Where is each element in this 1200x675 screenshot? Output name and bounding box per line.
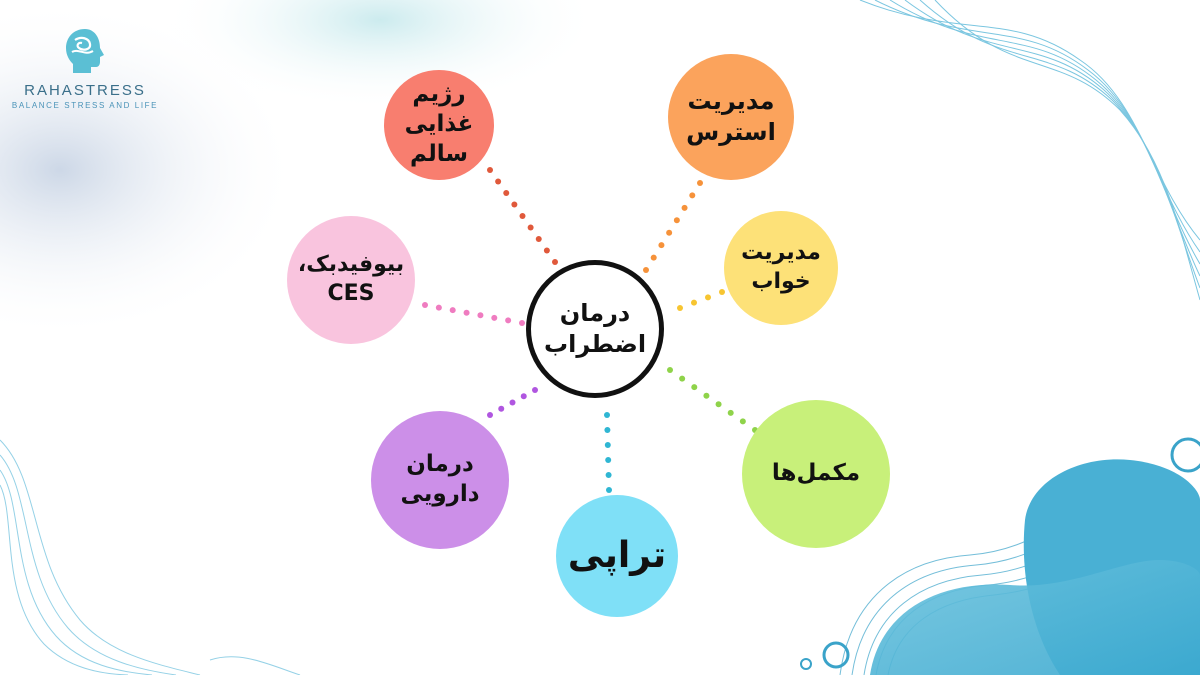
node-supplements: مکمل‌ها	[742, 400, 890, 548]
connector-dot	[498, 405, 505, 412]
node-label: تراپی	[567, 534, 667, 576]
node-label: درمان دارویی	[400, 451, 480, 507]
node-label: رژیم غذایی سالم	[404, 81, 474, 167]
center-node-label: درمان اضطراب	[543, 298, 647, 358]
connector-dot	[658, 242, 665, 249]
node-medication: درمان دارویی	[371, 411, 509, 549]
connector-dot	[673, 217, 680, 224]
connector-dot	[719, 289, 725, 295]
connector-dot	[643, 267, 649, 273]
connector-dot	[604, 412, 610, 418]
node-label: مدیریت خواب	[741, 240, 821, 294]
connector-dot	[604, 442, 611, 448]
connector-diet	[487, 167, 558, 265]
node-therapy: تراپی	[556, 495, 678, 617]
center-node: درمان اضطراب	[526, 260, 664, 398]
connector-dot	[505, 317, 512, 324]
connector-dot	[605, 457, 612, 463]
connector-dot	[532, 387, 538, 393]
connector-dot	[511, 201, 518, 208]
connector-dot	[705, 294, 711, 301]
node-biofeedback: بیوفیدبک، CES	[287, 216, 415, 344]
connector-sleep	[677, 289, 725, 311]
connector-dot	[449, 307, 456, 314]
connector-dot	[681, 204, 688, 211]
node-label: بیوفیدبک، CES	[297, 252, 405, 306]
node-label: مکمل‌ها	[771, 460, 861, 487]
node-diet: رژیم غذایی سالم	[384, 70, 494, 180]
connector-stress	[643, 180, 703, 273]
connector-dot	[727, 409, 734, 416]
node-sleep: مدیریت خواب	[724, 211, 838, 325]
connector-dot	[666, 229, 673, 236]
connector-dot	[715, 401, 722, 408]
connector-dot	[527, 224, 534, 231]
connector-dot	[487, 167, 493, 173]
connector-dot	[703, 392, 710, 399]
connector-dot	[679, 375, 686, 382]
connector-dot	[520, 393, 527, 400]
connector-supplements	[667, 367, 758, 433]
connector-dot	[422, 302, 428, 308]
connector-dot	[677, 305, 683, 311]
connector-dot	[543, 247, 550, 254]
connector-dot	[435, 304, 442, 311]
connector-dot	[552, 259, 558, 265]
connector-dot	[606, 487, 612, 493]
connector-dot	[739, 418, 746, 425]
connector-dot	[691, 384, 698, 391]
connector-dot	[605, 472, 612, 478]
connector-dot	[503, 190, 510, 196]
connector-dot	[667, 367, 673, 373]
connector-dot	[509, 399, 516, 406]
connector-dot	[691, 299, 697, 306]
brand-tagline: BALANCE STRESS AND LIFE	[11, 101, 159, 110]
connector-biofeedback	[422, 302, 525, 326]
brand-name: RAHASTRESS	[24, 82, 146, 99]
head-wave-icon	[66, 29, 104, 73]
connector-therapy	[604, 412, 612, 493]
node-label: مدیریت استرس	[686, 86, 776, 146]
connector-dot	[491, 314, 498, 321]
node-stress: مدیریت استرس	[668, 54, 794, 180]
connector-dot	[650, 254, 657, 261]
connector-dot	[495, 178, 502, 185]
connector-dot	[519, 320, 525, 326]
brand-logo: RAHASTRESS BALANCE STRESS AND LIFE	[0, 26, 170, 110]
connector-dot	[463, 309, 470, 316]
connector-dot	[519, 213, 526, 219]
connector-medication	[487, 387, 538, 418]
connector-dot	[697, 180, 703, 186]
connector-dot	[689, 192, 696, 199]
connector-dot	[604, 427, 611, 433]
connector-dot	[487, 412, 493, 418]
connector-dot	[535, 236, 542, 242]
connector-dot	[477, 312, 484, 319]
